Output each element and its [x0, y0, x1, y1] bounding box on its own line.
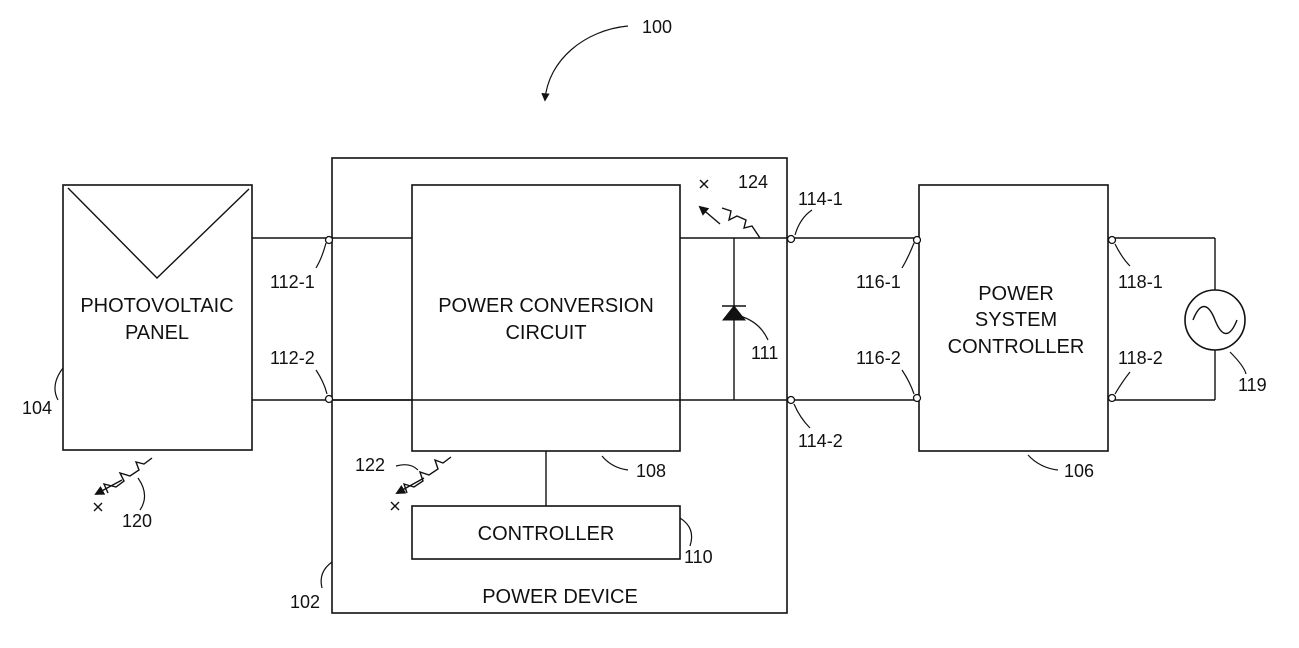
device-transceiver-ref: 124 — [738, 172, 768, 192]
pv-panel-label-line2: PANEL — [125, 322, 189, 344]
terminal-114-1 — [788, 236, 795, 243]
pv-panel-label-line1: PHOTOVOLTAIC — [80, 295, 233, 317]
pv-panel-ref: 104 — [22, 398, 52, 418]
panel-antenna-mark-icon — [94, 503, 102, 511]
controller-label: CONTROLLER — [478, 523, 615, 545]
terminal-116-2 — [914, 395, 921, 402]
controller: CONTROLLER 110 — [412, 506, 713, 567]
ac-source-ref: 119 — [1238, 375, 1267, 395]
psc-label-line1: POWER — [978, 283, 1054, 305]
terminal-118-1 — [1109, 237, 1116, 244]
ac-source: 119 — [1185, 290, 1267, 395]
label-114-1: 114-1 — [798, 189, 843, 209]
terminal-112-1 — [326, 237, 333, 244]
terminal-116-1 — [914, 237, 921, 244]
pcc-label-line2: CIRCUIT — [505, 322, 586, 344]
diode-ref: 111 — [751, 343, 778, 363]
terminal-112-2 — [326, 396, 333, 403]
terminal-118-2 — [1109, 395, 1116, 402]
diode-icon — [723, 306, 745, 320]
label-116-2: 116-2 — [856, 348, 901, 368]
controller-antenna-arrow-icon — [397, 478, 424, 493]
power-conversion-circuit: POWER CONVERSION CIRCUIT 108 — [412, 185, 680, 481]
controller-antenna-mark-icon — [391, 502, 399, 510]
panel-zigzag-icon — [104, 458, 152, 493]
device-zigzag-icon — [722, 208, 760, 238]
panel-transceiver-ref: 120 — [122, 511, 152, 531]
label-114-2: 114-2 — [798, 431, 843, 451]
label-118-2: 118-2 — [1118, 348, 1163, 368]
device-antenna-mark-icon — [700, 180, 708, 188]
label-112-1: 112-1 — [270, 272, 315, 292]
label-112-2: 112-2 — [270, 348, 315, 368]
photovoltaic-panel: PHOTOVOLTAIC PANEL 104 — [22, 185, 252, 450]
psc-label-line3: CONTROLLER — [948, 336, 1085, 358]
power-device-ref: 102 — [290, 592, 320, 612]
device-transceiver: 124 — [700, 172, 768, 238]
panel-antenna-arrow-icon — [96, 480, 122, 494]
controller-zigzag-icon — [404, 457, 451, 493]
terminal-114-2 — [788, 397, 795, 404]
panel-transceiver: 120 — [94, 458, 152, 531]
controller-transceiver: 122 — [355, 455, 451, 510]
device-antenna-arrow-icon — [700, 207, 720, 224]
label-118-1: 118-1 — [1118, 272, 1163, 292]
psc-label-line2: SYSTEM — [975, 309, 1057, 331]
controller-ref: 110 — [684, 547, 713, 567]
pcc-ref: 108 — [636, 461, 666, 481]
psc-ref: 106 — [1064, 461, 1094, 481]
bypass-diode: 111 — [722, 238, 778, 400]
controller-transceiver-ref: 122 — [355, 455, 385, 475]
label-116-1: 116-1 — [856, 272, 901, 292]
system-reference: 100 — [545, 17, 672, 100]
power-device-label: POWER DEVICE — [482, 586, 638, 608]
power-system-controller: POWER SYSTEM CONTROLLER 106 — [919, 185, 1108, 481]
system-ref-label: 100 — [642, 17, 672, 37]
pcc-label-line1: POWER CONVERSION — [438, 295, 654, 317]
